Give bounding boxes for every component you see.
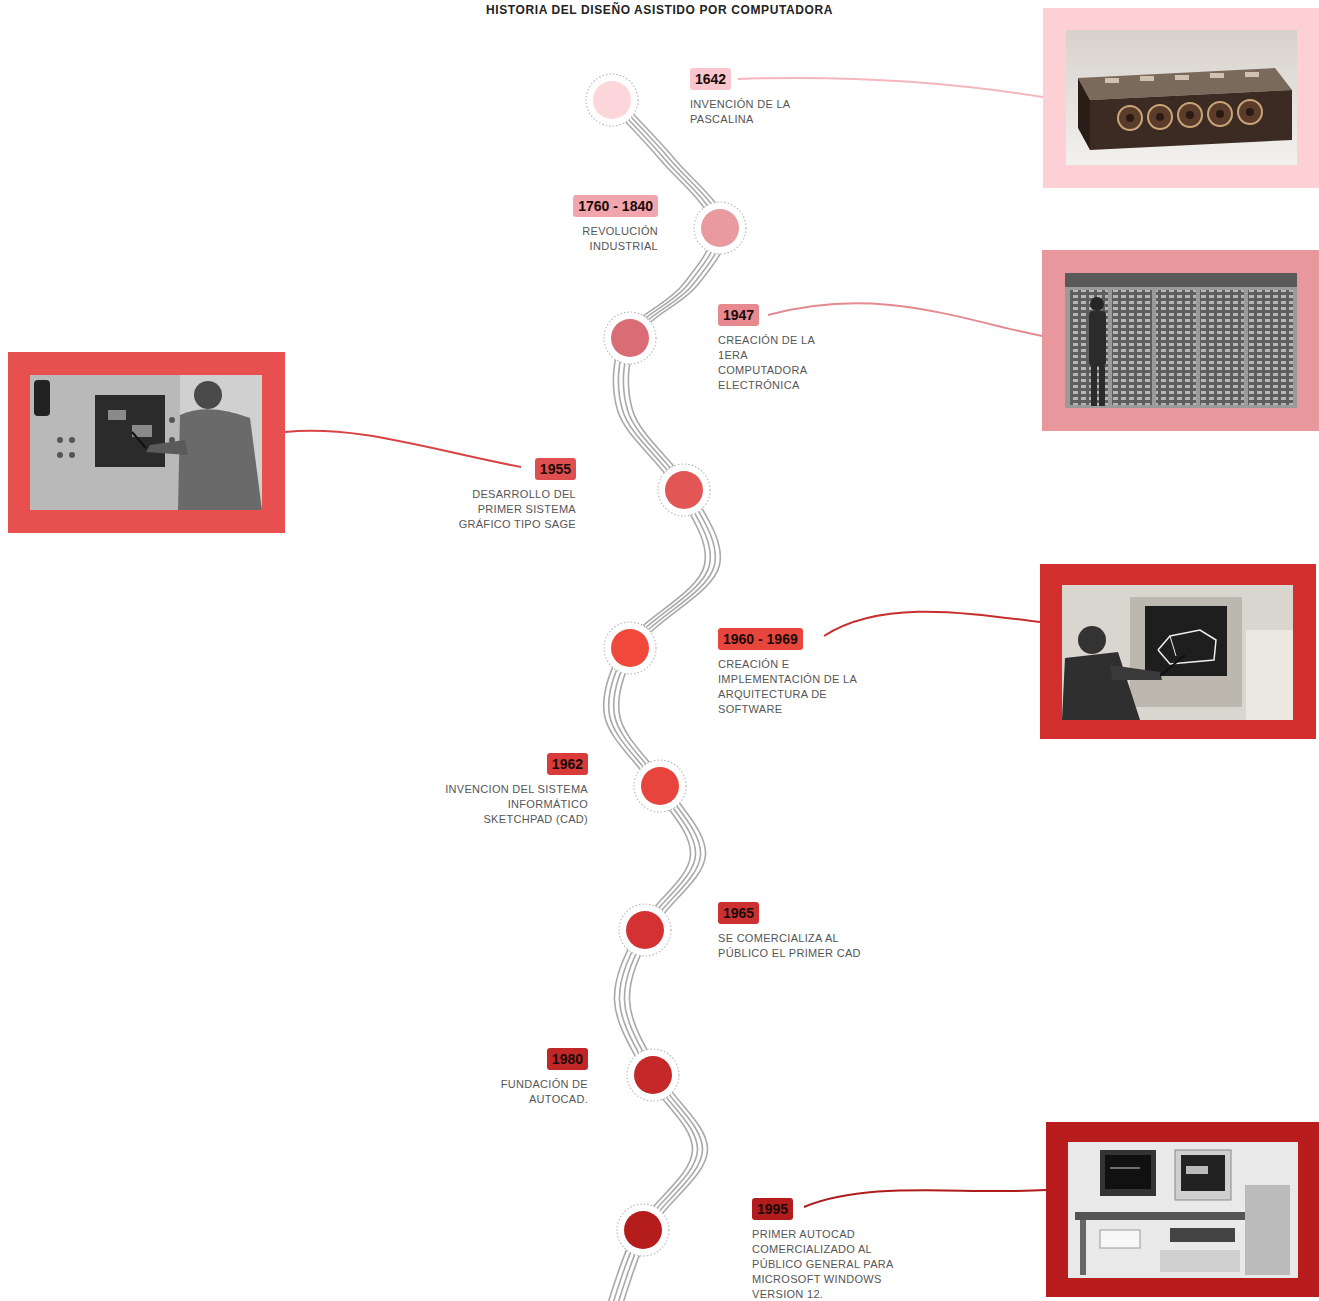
event-description: CREACIÓN DE LA 1ERA COMPUTADORA ELECTRÓN… (718, 333, 830, 393)
event-description: INVENCIÓN DE LA PASCALINA (690, 97, 840, 127)
year-badge: 1955 (535, 458, 576, 480)
event-description: CREACIÓN E IMPLEMENTACIÓN DE LA ARQUITEC… (718, 657, 883, 717)
timeline-event: 1760 - 1840REVOLUCIÓN INDUSTRIAL (528, 195, 658, 254)
timeline-event: 1965 SE COMERCIALIZA AL PÚBLICO EL PRIMER… (718, 902, 868, 961)
year-badge: 1965 (718, 902, 759, 924)
timeline-dot (604, 622, 656, 674)
track-line (614, 100, 723, 1301)
event-description: PRIMER AUTOCAD COMERCIALIZADO AL PÚBLICO… (752, 1227, 898, 1301)
dot-fill (665, 471, 703, 509)
event-description: REVOLUCIÓN INDUSTRIAL (528, 224, 658, 254)
dot-fill (593, 81, 631, 119)
dot-fill (624, 1211, 662, 1249)
dot-fill (641, 767, 679, 805)
dot-ring (604, 312, 656, 364)
event-description: DESARROLLO DEL PRIMER SISTEMA GRÁFICO TI… (441, 487, 576, 532)
year-badge: 1980 (547, 1048, 588, 1070)
sage-photo (8, 352, 285, 533)
timeline-dot (604, 312, 656, 364)
dot-fill (626, 911, 664, 949)
dot-fill (701, 209, 739, 247)
timeline-event: 1960 - 1969CREACIÓN E IMPLEMENTACIÓN DE … (718, 628, 883, 717)
dot-ring (694, 202, 746, 254)
timeline-dot (694, 202, 746, 254)
year-badge: 1962 (547, 753, 588, 775)
timeline-dot (617, 1204, 669, 1256)
timeline-dot (586, 74, 638, 126)
workstation-photo (1046, 1122, 1319, 1297)
dot-fill (634, 1056, 672, 1094)
timeline-dot (619, 904, 671, 956)
timeline-event: 1947CREACIÓN DE LA 1ERA COMPUTADORA ELEC… (718, 304, 830, 393)
leader-line (738, 78, 1043, 97)
dot-ring (604, 622, 656, 674)
dot-ring (619, 904, 671, 956)
track-line (619, 100, 728, 1301)
year-badge: 1642 (690, 68, 731, 90)
pascaline-photo (1043, 8, 1319, 188)
dot-ring (586, 74, 638, 126)
timeline-event: 1962INVENCION DEL SISTEMA INFORMÁTICO SK… (438, 753, 588, 827)
timeline-dot (634, 760, 686, 812)
leader-line (768, 303, 1042, 336)
dot-fill (611, 629, 649, 667)
dot-ring (658, 464, 710, 516)
year-badge: 1760 - 1840 (573, 195, 658, 217)
computer-photo (1042, 250, 1319, 431)
dot-ring (617, 1204, 669, 1256)
dot-fill (611, 319, 649, 357)
leader-line (824, 612, 1040, 636)
year-badge: 1995 (752, 1198, 793, 1220)
leader-line (285, 431, 521, 467)
event-description: SE COMERCIALIZA AL PÚBLICO EL PRIMER CAD (718, 931, 868, 961)
leader-line (804, 1190, 1046, 1207)
dot-ring (634, 760, 686, 812)
year-badge: 1960 - 1969 (718, 628, 803, 650)
event-description: INVENCION DEL SISTEMA INFORMÁTICO SKETCH… (438, 782, 588, 827)
dot-ring (627, 1049, 679, 1101)
timeline-event: 1995PRIMER AUTOCAD COMERCIALIZADO AL PÚB… (752, 1198, 898, 1301)
timeline-dot (627, 1049, 679, 1101)
sketchpad-photo (1040, 564, 1316, 739)
year-badge: 1947 (718, 304, 759, 326)
timeline-dot (658, 464, 710, 516)
timeline-event: 1642INVENCIÓN DE LA PASCALINA (690, 68, 840, 127)
timeline-event: 1980FUNDACIÓN DE AUTOCAD. (468, 1048, 588, 1107)
event-description: FUNDACIÓN DE AUTOCAD. (468, 1077, 588, 1107)
timeline-title: HISTORIA DEL DISEÑO ASISTIDO POR COMPUTA… (0, 3, 1319, 17)
timeline-event: 1955DESARROLLO DEL PRIMER SISTEMA GRÁFIC… (441, 458, 576, 532)
